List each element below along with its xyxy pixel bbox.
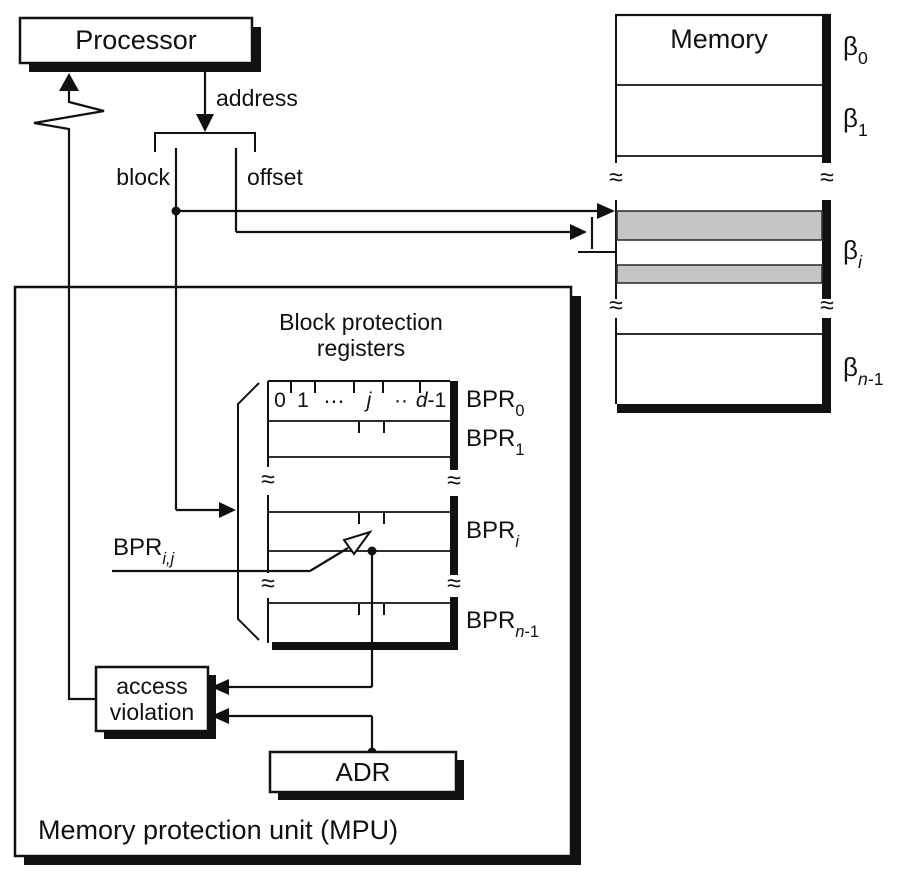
processor-box-border [18,16,254,65]
bit-index-d-1: d-1 [416,389,446,413]
bit-index-dots: ⋯ [324,389,345,414]
interrupt-zigzag-line [33,73,105,701]
label-base: BPR [466,517,516,544]
register-file [237,380,458,650]
label-sub-italic: i [515,532,519,551]
arrowhead-down-icon [196,114,214,132]
adr-label: ADR [335,756,391,787]
bit-label-italic: d [415,389,428,412]
mpu-title: Memory protection unit (MPU) [38,815,399,845]
adr-box-border [268,750,458,794]
break-symbol: ≈ [609,291,623,320]
bpr-title: Block protection registers [250,306,472,364]
break-symbol: ≈ [609,163,623,192]
bit-index-0: 0 [274,389,286,413]
memory-block-label-i: βi [843,235,862,271]
label-base: β [843,103,858,133]
bit-label: -1 [427,389,447,412]
address-arrow [154,72,256,152]
label-base: BPR [466,386,516,413]
bit-label: 1 [297,389,309,412]
label-sub: 0 [857,48,868,69]
bpr-title-line2: registers [316,335,406,361]
arrowhead-left-icon [211,679,229,695]
offset-label: offset [247,164,303,190]
label-sub: 1 [857,120,868,141]
label-sub: 1 [515,440,525,459]
open-arrowhead-icon [342,530,373,556]
break-symbol: ≈ [820,291,834,320]
arrowhead-left-icon [211,708,229,724]
arrowhead-right-icon [570,224,587,240]
register-label-n-1: BPRn-1 [466,607,539,640]
label-sub: 0 [515,401,525,420]
bit-label: ·· [394,389,408,412]
register-file-brace [237,382,260,641]
bit-label: ⋯ [323,390,345,413]
label-base: BPR [466,425,516,452]
bpr-cell-pointer-label: BPRi,j [113,534,174,567]
label-sub: -1 [867,369,884,390]
bpr-title-line1: Block protection [279,308,443,335]
label-base: β [843,235,858,265]
memory-right-bar [617,14,831,413]
register-row-separators [268,420,450,604]
access-violation-label: access violation [96,667,208,731]
label-sub-italic: n [857,369,868,390]
register-file-right-bar [272,381,458,650]
bit-label-italic: j [366,389,372,412]
bit-index-dots2: ·· [394,389,408,413]
bit-index-j: j [367,389,372,413]
access-violation-line1: access [116,672,188,699]
memory-unit [615,13,831,413]
offset-field-line [234,148,617,253]
block-field-line [171,148,615,518]
adr-box [268,750,464,800]
arrowhead-up-icon [59,73,79,91]
arrowhead-right-icon [597,203,615,219]
split-bracket [154,132,256,152]
memory-title: Memory [670,23,768,54]
memory-block-label-n-1: βn-1 [843,352,884,388]
label-base: β [843,352,858,382]
memory-block-label-1: β1 [843,103,868,139]
register-label-1: BPR1 [466,425,524,458]
label-base: BPR [113,534,163,561]
arrowhead-right-icon [219,502,236,518]
label-sub-italic: i [857,252,862,273]
processor-label: Processor [75,25,197,55]
memory-row-separators [616,84,822,335]
break-symbol: ≈ [447,569,461,598]
register-label-i: BPRi [466,517,519,550]
bit-label: 0 [274,389,286,412]
break-symbol: ≈ [261,569,275,598]
label-sub-italic: n [515,622,525,641]
break-symbol: ≈ [261,465,275,494]
break-symbol: ≈ [447,466,461,495]
bit-cell-ticks [290,382,421,615]
bit-index-1: 1 [297,389,309,413]
register-label-0: BPR0 [466,386,524,419]
block-label: block [116,164,170,190]
bpr-cell-pointer [112,530,373,573]
memory-shaded-rows [616,210,823,284]
label-sub: -1 [524,622,539,641]
memory-block-label-0: β0 [843,31,868,67]
label-base: β [843,31,858,61]
processor-box [18,16,261,72]
label-base: BPR [466,607,516,634]
break-symbol: ≈ [820,163,834,192]
address-label: address [216,85,298,111]
access-violation-line2: violation [109,699,195,725]
label-sub-italic: i,j [162,549,175,568]
